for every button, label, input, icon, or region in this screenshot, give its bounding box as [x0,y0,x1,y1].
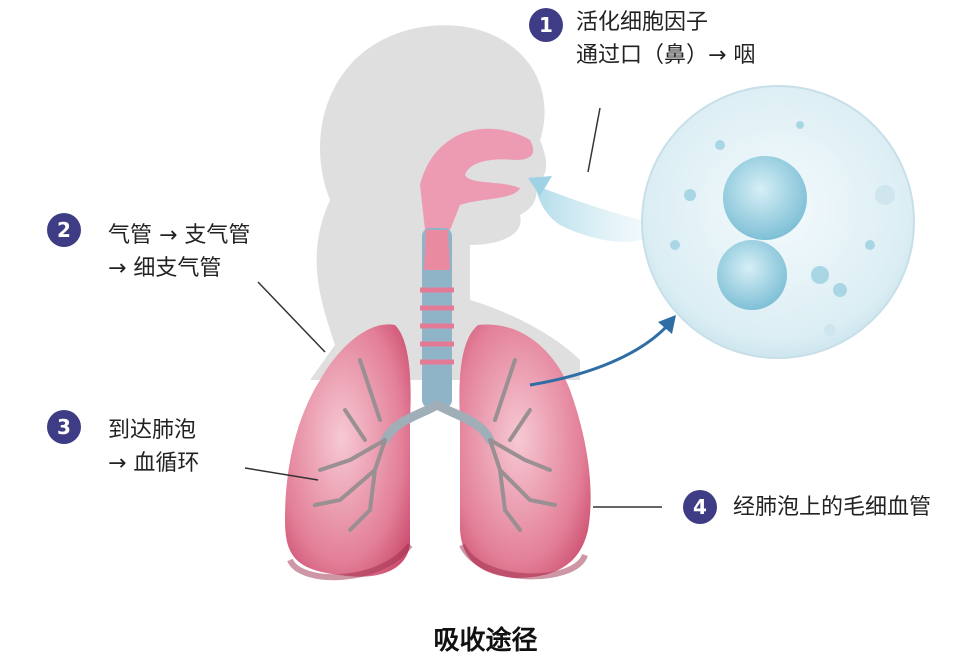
leader-line-1 [587,107,601,173]
nasal-cavity [420,128,534,230]
leader-line-2 [257,281,326,353]
left-lung [285,324,411,577]
larynx [424,230,450,270]
mist-arrowhead [528,176,552,196]
step-4-label: 经肺泡上的毛细血管 [733,491,931,524]
step-1-badge: 1 [529,8,563,42]
lung-to-cell-arrowhead [658,315,676,334]
step-4-badge: 4 [683,490,717,524]
right-lung [459,324,591,578]
step-3-badge: 3 [47,410,81,444]
step-3-label: 到达肺泡 → 血循环 [108,414,199,480]
step-1-line-2: 通过口（鼻）→ 咽 [576,43,756,68]
lung-to-cell-arrow [529,323,670,387]
step-1-line-1: 活化细胞因子 [576,10,709,35]
step-2-label: 气管 → 支气管 → 细支气管 [108,219,250,285]
step-2-line-1: 气管 → 支气管 [108,223,251,248]
trachea-rings [420,287,454,365]
leader-line-3 [244,467,319,481]
step-2-badge: 2 [47,213,81,247]
step-1-label: 活化细胞因子 通过口（鼻）→ 咽 [576,6,755,72]
cell-cluster [670,121,895,336]
diagram-caption: 吸收途径 [433,626,538,656]
step-4-line-1: 经肺泡上的毛细血管 [733,495,932,520]
step-3-line-2: → 血循环 [108,451,200,476]
step-3-line-1: 到达肺泡 [108,418,197,443]
inhalation-mist [535,185,660,242]
step-2-line-2: → 细支气管 [108,256,222,281]
bronchial-tree [313,358,557,532]
